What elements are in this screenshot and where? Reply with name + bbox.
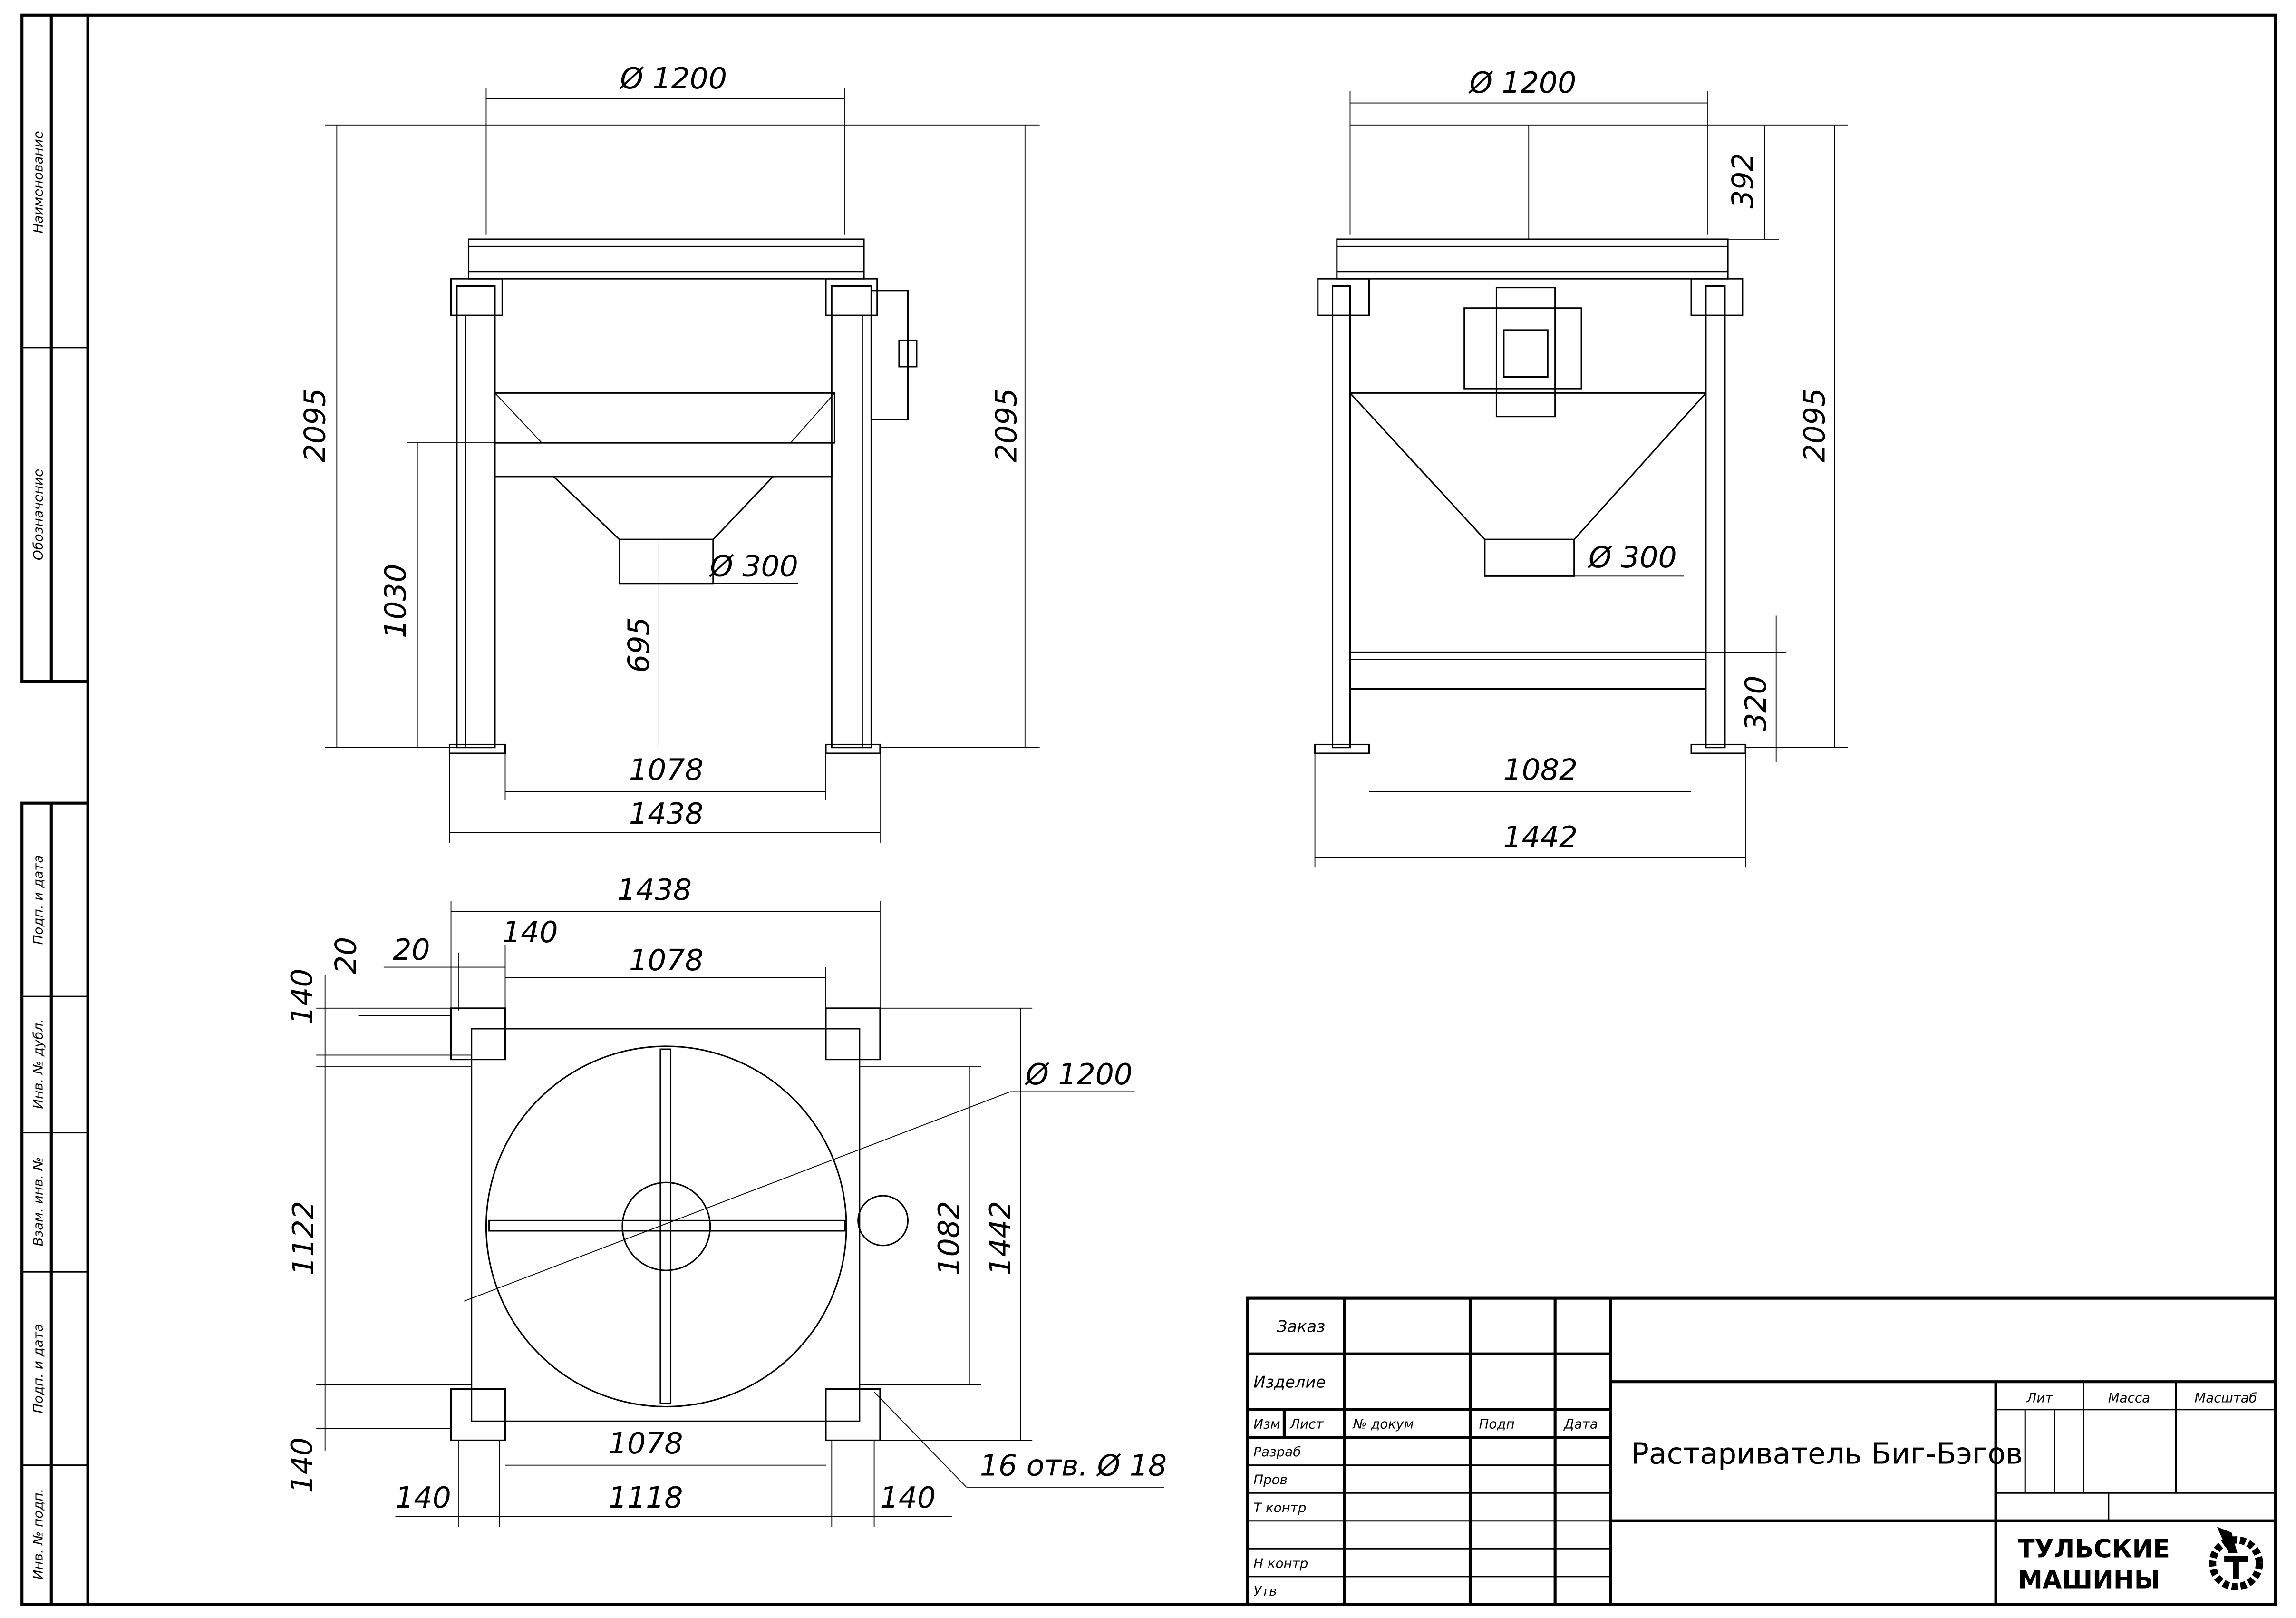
logo-text: МАШИНЫ bbox=[2018, 1565, 2160, 1594]
role-checker: Пров bbox=[1253, 1472, 1288, 1488]
dim-front-beam-height: 1030 bbox=[378, 564, 413, 638]
title-block: Заказ Изделие Изм Лист № докум Подп Дата… bbox=[1246, 1296, 2277, 1606]
dim-front-outer-width: 1438 bbox=[629, 797, 704, 831]
dim-plan-offset-20-top: 20 bbox=[393, 933, 430, 967]
dim-side-beam-height: 320 bbox=[1739, 675, 1773, 731]
dim-side-outer-width: 1442 bbox=[1503, 820, 1578, 854]
dim-side-height: 2095 bbox=[1797, 388, 1831, 463]
dim-plan-inner-top: 1078 bbox=[629, 943, 704, 977]
role-norm-control: Н контр bbox=[1253, 1555, 1308, 1571]
sheet-frame bbox=[20, 13, 2277, 1606]
lit-label: Лит bbox=[2026, 1390, 2054, 1405]
dim-plan-bolt-span: 1118 bbox=[609, 1481, 683, 1515]
drawing-title: Растариватель Биг-Бэгов bbox=[1631, 1437, 2023, 1471]
dim-plan-inner-bottom: 1078 bbox=[609, 1426, 683, 1461]
gear-icon bbox=[2209, 1527, 2263, 1591]
plan-view: 1438 20 140 1078 140 20 Ø 1200 1082 1442… bbox=[285, 873, 1167, 1527]
logo-text: ТУЛЬСКИЕ bbox=[2018, 1535, 2170, 1564]
dim-side-top-height: 392 bbox=[1725, 153, 1760, 209]
side-view: Ø 1200 392 2095 Ø 300 320 1082 1442 bbox=[1314, 66, 1848, 868]
strip-label: Инв. № дубл. bbox=[30, 1019, 46, 1109]
role-tech-control: Т контр bbox=[1253, 1500, 1306, 1515]
company-logo: ТУЛЬСКИЕ МАШИНЫ bbox=[2018, 1527, 2263, 1594]
strip-label: Инв. № подп. bbox=[30, 1489, 46, 1580]
dim-plan-inner-depth-left: 1122 bbox=[286, 1201, 320, 1276]
dim-plan-dia: Ø 1200 bbox=[1024, 1057, 1133, 1092]
side-strip-labels: Наименование Обозначение Подп. и дата Ин… bbox=[30, 131, 46, 1579]
dim-plan-holes: 16 отв. Ø 18 bbox=[980, 1448, 1167, 1482]
dim-plan-offset-140-left-top: 140 bbox=[285, 968, 319, 1024]
order-label: Заказ bbox=[1277, 1317, 1326, 1335]
dim-plan-offset-140-br: 140 bbox=[880, 1481, 936, 1515]
dim-plan-offset-140-bl: 140 bbox=[395, 1481, 451, 1515]
dim-side-inner-width: 1082 bbox=[1503, 752, 1578, 787]
motor bbox=[1463, 307, 1582, 390]
header-list: Лист bbox=[1289, 1416, 1324, 1432]
dim-plan-inner-depth-right: 1082 bbox=[932, 1201, 966, 1276]
header-date: Дата bbox=[1563, 1416, 1598, 1432]
dim-plan-width-top: 1438 bbox=[617, 873, 692, 907]
dim-side-top-dia: Ø 1200 bbox=[1468, 66, 1577, 100]
dim-plan-offset-140-left-bottom: 140 bbox=[285, 1437, 319, 1493]
header-doc: № докум bbox=[1352, 1416, 1414, 1432]
dim-plan-offset-20-left: 20 bbox=[329, 937, 363, 974]
front-view: Ø 1200 2095 2095 1030 695 Ø 300 1078 143… bbox=[298, 61, 1040, 843]
role-developer: Разраб bbox=[1253, 1444, 1301, 1460]
header-sign: Подп bbox=[1479, 1416, 1515, 1432]
dim-front-top-dia: Ø 1200 bbox=[619, 61, 727, 96]
scale-label: Масштаб bbox=[2194, 1390, 2257, 1405]
dim-plan-outer-depth-right: 1442 bbox=[983, 1201, 1017, 1276]
strip-label: Взам. инв. № bbox=[30, 1157, 46, 1246]
strip-label: Подп. и дата bbox=[30, 1324, 46, 1413]
dim-front-height-right: 2095 bbox=[989, 388, 1023, 463]
mass-label: Масса bbox=[2108, 1390, 2150, 1405]
dim-side-outlet-dia: Ø 300 bbox=[1587, 540, 1677, 575]
dim-front-inner-width: 1078 bbox=[629, 752, 704, 787]
dim-front-height-left: 2095 bbox=[298, 388, 332, 463]
strip-label: Подп. и дата bbox=[30, 855, 46, 945]
motor bbox=[870, 290, 909, 420]
dim-front-outlet-dia: Ø 300 bbox=[708, 549, 798, 583]
dim-plan-offset-140-top: 140 bbox=[502, 915, 558, 949]
strip-label: Наименование bbox=[30, 131, 46, 233]
header-izm: Изм bbox=[1253, 1416, 1280, 1432]
strip-label: Обозначение bbox=[30, 469, 46, 560]
dim-front-outlet-height: 695 bbox=[621, 617, 656, 673]
product-label: Изделие bbox=[1253, 1373, 1326, 1391]
role-approved: Утв bbox=[1253, 1583, 1277, 1599]
